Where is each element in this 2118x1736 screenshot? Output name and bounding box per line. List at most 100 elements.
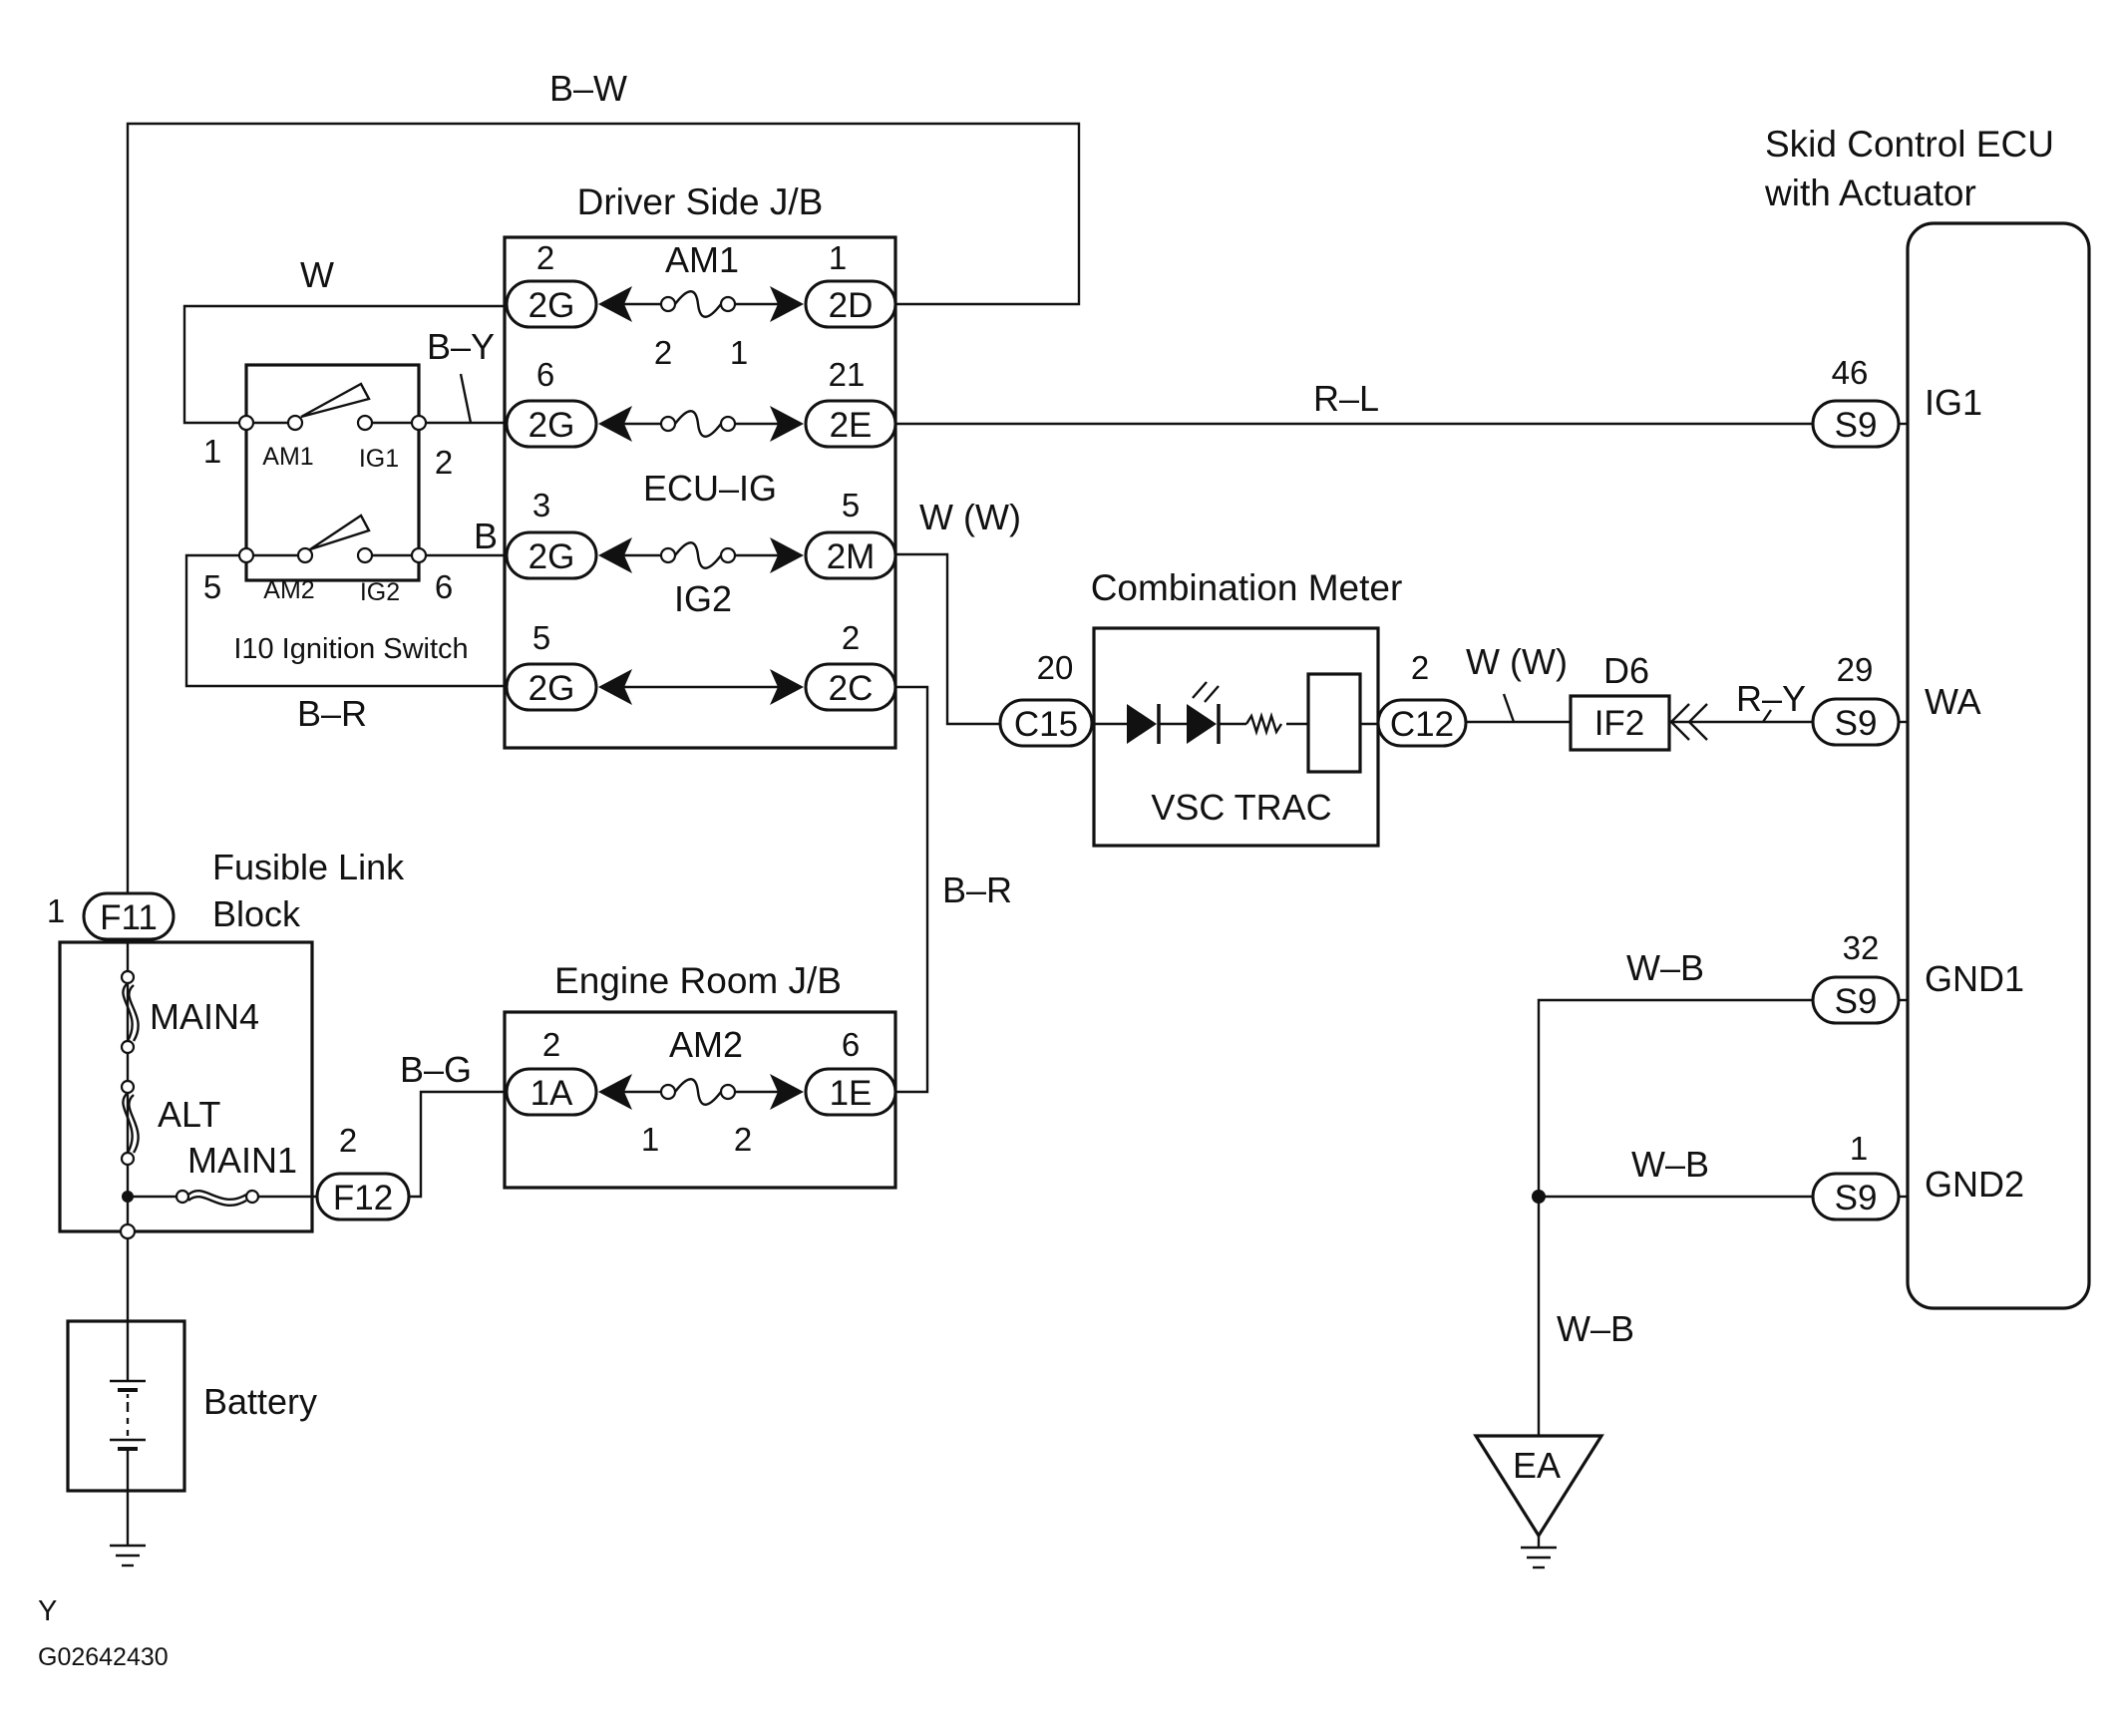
pin-label: 1: [829, 239, 847, 276]
terminal-name: GND2: [1925, 1164, 2024, 1205]
pin-label: 1: [47, 892, 65, 929]
engine-jb-title: Engine Room J/B: [554, 960, 842, 1001]
connector-2c: [804, 662, 897, 712]
terminal-arrow: [598, 537, 632, 573]
fuse-symbol: [674, 290, 722, 318]
connector-s9: [1811, 975, 1901, 1025]
pin-label: 2: [654, 334, 672, 371]
led-icon: [1187, 704, 1217, 744]
diagram-code: G02642430: [38, 1643, 169, 1671]
connector-2g: [505, 399, 598, 449]
terminal-arrow: [770, 286, 804, 322]
combination-meter: Combination Meter 20 C15 VSC TRAC 2 C12: [998, 567, 1468, 848]
wire-label: W–B: [1631, 1144, 1709, 1185]
ignition-switch: AM1 IG1 AM2 IG2 1 2 5 6 I10 Ignition Swi…: [203, 363, 469, 665]
fuse-symbol: [674, 541, 722, 569]
pin-label: 1: [1850, 1130, 1868, 1167]
connector-1e: [804, 1067, 897, 1117]
terminal-name: WA: [1925, 681, 1981, 722]
pin-label: 6: [536, 356, 554, 393]
terminal-arrow: [598, 669, 632, 705]
pin-label: 46: [1832, 354, 1869, 391]
switch-label-am1: AM1: [262, 443, 313, 471]
pin-label: 2: [542, 1026, 560, 1063]
terminal-arrow: [598, 1074, 632, 1110]
ground-point-ea: EA: [1473, 1190, 1604, 1569]
pin-label: 32: [1843, 929, 1880, 966]
connector-label: S9: [1835, 982, 1878, 1021]
connector-label: 2G: [529, 406, 575, 445]
pin-label: 21: [829, 356, 866, 393]
fusible-link-symbol: [122, 1092, 134, 1154]
connector-2m: [804, 530, 897, 580]
connector-label: 2E: [830, 406, 873, 445]
pin-label: 2: [842, 619, 860, 656]
switch-contact: [309, 514, 371, 551]
terminal-arrow: [770, 406, 804, 442]
fuse-name-main1: MAIN1: [187, 1140, 297, 1181]
fusible-link-symbol: [187, 1189, 247, 1201]
ecu-terminal-ig1: 46 S9 IG1: [1811, 354, 1982, 449]
fuse-name-am1: AM1: [665, 239, 739, 280]
switch-label-am2: AM2: [263, 576, 314, 604]
connector-label: 1E: [830, 1074, 873, 1113]
connector-label: C15: [1014, 705, 1078, 744]
wire-label: B–G: [400, 1049, 472, 1090]
pin-label: 6: [842, 1026, 860, 1063]
pin-label: 6: [435, 568, 453, 605]
connector-label: 2G: [529, 537, 575, 576]
jb-fuse-row-ig1: 6 21 2G 2E: [505, 356, 897, 449]
ecu-title: with Actuator: [1764, 173, 1976, 213]
terminal-arrow: [770, 1074, 804, 1110]
ecu-terminal-wa: 29 S9 WA: [1811, 651, 1981, 747]
switch-label-ig2: IG2: [360, 578, 400, 606]
terminal-arrow: [598, 406, 632, 442]
terminal-name: IG1: [1925, 382, 1982, 423]
pin-label: 2: [339, 1122, 357, 1159]
fuse-symbol: [674, 410, 722, 438]
fusible-link-title: Block: [212, 893, 301, 934]
connector-s9: [1811, 1172, 1901, 1221]
fuse-name-am2: AM2: [669, 1024, 743, 1065]
wire-label: W (W): [919, 497, 1021, 537]
wire-label: B: [474, 516, 498, 556]
diagram-letter: Y: [38, 1595, 57, 1627]
connector-label: IF2: [1594, 704, 1645, 743]
fuse-name-ecu-ig: ECU–IG: [643, 468, 777, 509]
connector-s9: [1811, 697, 1901, 747]
wire-label: R–Y: [1736, 678, 1806, 719]
pin-label: 2: [435, 444, 453, 481]
fusible-link-symbol: [187, 1195, 247, 1207]
fuse-name-alt: ALT: [158, 1094, 220, 1135]
connector-label: S9: [1835, 1179, 1878, 1217]
pin-label: 29: [1837, 651, 1874, 688]
pin-label: 3: [532, 487, 550, 523]
ecu-terminal-gnd2: 1 S9 GND2: [1811, 1130, 2024, 1221]
ecu-terminal-gnd1: 32 S9 GND1: [1811, 929, 2024, 1025]
pin-label: 5: [532, 619, 550, 656]
pin-label: 5: [842, 487, 860, 523]
connector-label: C12: [1390, 705, 1454, 744]
resistor-icon: [1244, 711, 1283, 737]
diode-icon: [1127, 704, 1157, 744]
connector-2g: [505, 662, 598, 712]
wire-label: B–Y: [427, 326, 495, 367]
wire-label: W–B: [1626, 947, 1704, 988]
wire-label: W: [300, 254, 334, 295]
fusible-link-block: Fusible Link Block 1 F11 MAIN4 ALT MAIN1…: [47, 847, 411, 1321]
meter-label: VSC TRAC: [1151, 787, 1331, 828]
fuse-name-main4: MAIN4: [150, 996, 259, 1037]
ignition-switch-caption: I10 Ignition Switch: [233, 633, 468, 665]
driver-side-jb: Driver Side J/B 2 1 AM1 2G 2D 2 1 6 21: [503, 181, 897, 750]
meter-indicator-block: [1306, 672, 1362, 774]
pin-label: 1: [641, 1121, 659, 1158]
pin-label: 2: [536, 239, 554, 276]
connector-2g: [505, 279, 598, 329]
title-block: Y G02642430: [38, 1595, 169, 1671]
terminal-name: GND1: [1925, 958, 2024, 999]
wire-label: B–R: [942, 869, 1012, 910]
connector-label: 2C: [829, 669, 874, 708]
pin-label: 1: [203, 433, 221, 470]
connector-c12: [1376, 698, 1468, 748]
